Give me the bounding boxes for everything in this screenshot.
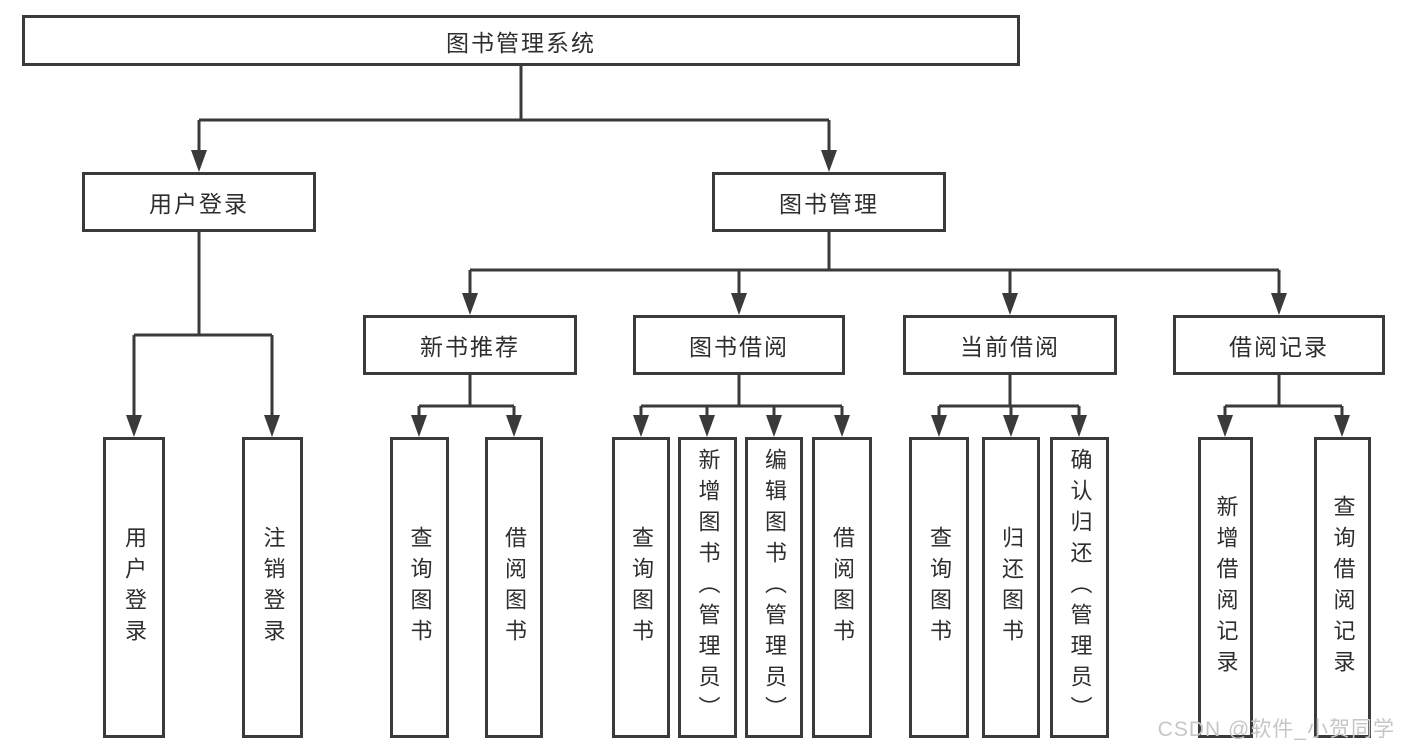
leaf-borrow-books: 借阅图书 [812, 437, 872, 738]
node-label: 图书管理 [779, 191, 879, 217]
node-label: 新增借阅记录 [1213, 494, 1239, 681]
node-book-borrowing: 图书借阅 [633, 315, 845, 375]
node-current-borrowing: 当前借阅 [903, 315, 1117, 375]
leaf-logout: 注销登录 [242, 437, 303, 738]
node-label: 查询图书 [629, 525, 654, 650]
leaf-query-borrow-record: 查询借阅记录 [1314, 437, 1371, 738]
node-user-login-branch: 用户登录 [82, 172, 316, 232]
csdn-watermark: CSDN @软件_小贺同学 [1157, 718, 1395, 741]
leaf-add-borrow-record: 新增借阅记录 [1198, 437, 1253, 738]
node-label: 注销登录 [260, 525, 286, 650]
leaf-query-books-borrowing: 查询图书 [612, 437, 670, 738]
node-label: 当前借阅 [960, 334, 1060, 360]
leaf-add-books-admin: 新增图书（管理员） [678, 437, 737, 738]
node-book-management-branch: 图书管理 [712, 172, 946, 232]
node-label: 用户登录 [149, 191, 249, 217]
node-label: 图书借阅 [689, 334, 789, 360]
leaf-edit-books-admin: 编辑图书（管理员） [745, 437, 803, 738]
leaf-query-books-recommend: 查询图书 [390, 437, 449, 738]
node-label: 借阅图书 [830, 525, 855, 650]
node-label: 借阅图书 [502, 525, 527, 650]
node-label: 新书推荐 [420, 334, 520, 360]
node-label: 归还图书 [999, 525, 1024, 650]
node-label: 新增图书（管理员） [695, 448, 721, 727]
node-library-system-root: 图书管理系统 [22, 15, 1020, 66]
node-borrowing-records: 借阅记录 [1173, 315, 1385, 375]
node-label: 查询借阅记录 [1330, 494, 1356, 681]
node-label: 查询图书 [927, 525, 952, 650]
node-label: 用户登录 [122, 525, 147, 650]
node-label: 确认归还（管理员） [1067, 448, 1093, 727]
node-label: 图书管理系统 [446, 29, 596, 56]
leaf-query-books-current: 查询图书 [909, 437, 969, 738]
node-label: 查询图书 [407, 525, 433, 650]
leaf-confirm-return-admin: 确认归还（管理员） [1050, 437, 1109, 738]
leaf-user-login: 用户登录 [103, 437, 165, 738]
leaf-return-books: 归还图书 [982, 437, 1040, 738]
node-label: 借阅记录 [1229, 334, 1329, 360]
node-new-book-recommendation: 新书推荐 [363, 315, 577, 375]
leaf-borrow-books-recommend: 借阅图书 [485, 437, 543, 738]
node-label: 编辑图书（管理员） [762, 448, 787, 727]
